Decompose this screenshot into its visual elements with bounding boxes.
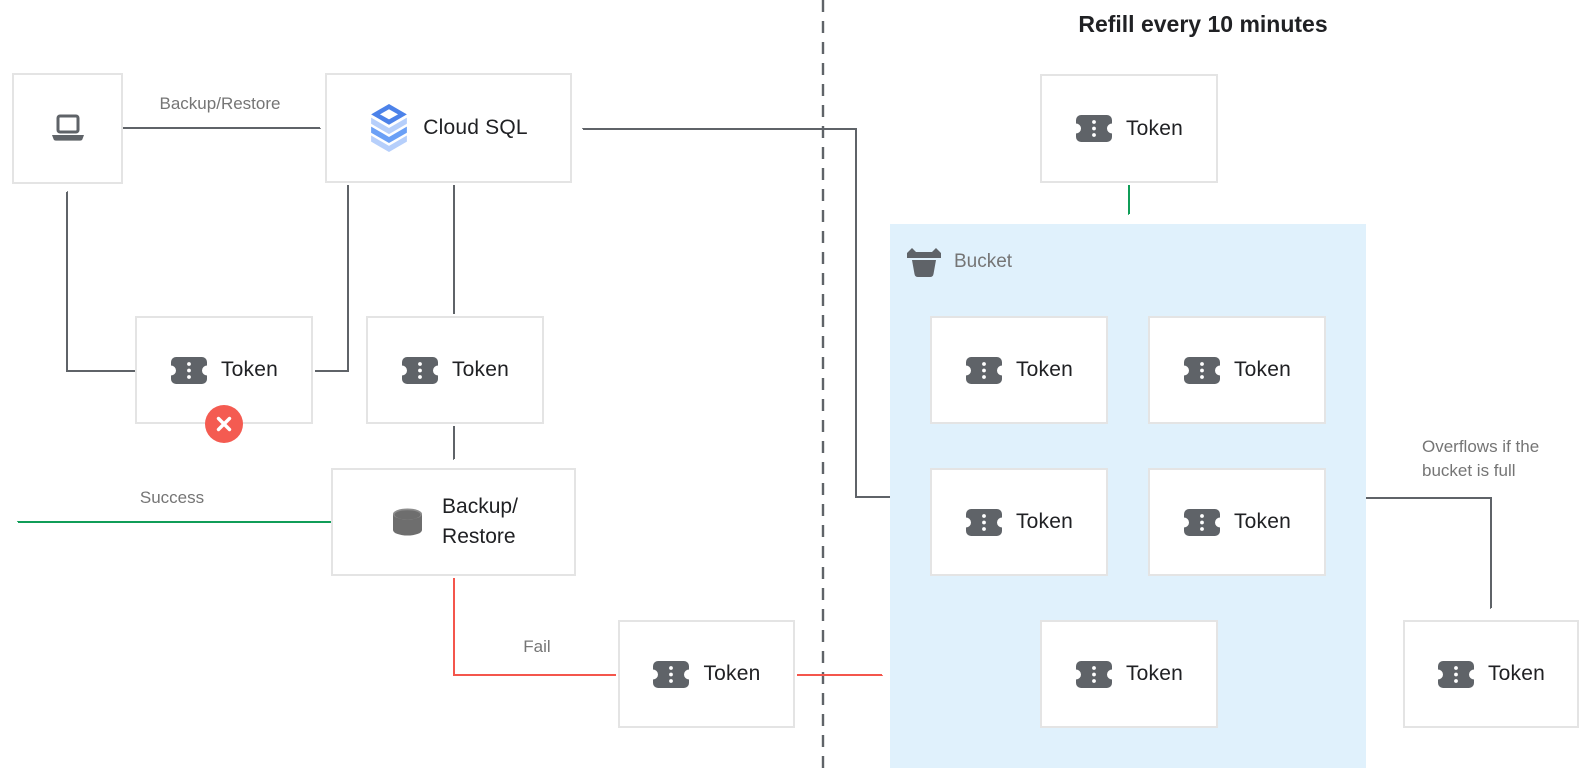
ticket-icon <box>1436 660 1475 688</box>
token-label: Token <box>1125 116 1184 140</box>
bucket-token: Token <box>1148 316 1326 424</box>
bucket-header: Bucket <box>906 245 1012 278</box>
ticket-icon <box>964 508 1003 536</box>
success-label: Success <box>139 488 205 507</box>
cloud-sql-node: Cloud SQL <box>325 73 572 183</box>
bucket-token: Token <box>930 316 1108 424</box>
token-label: Token <box>220 358 279 381</box>
token-box-overflow: Token <box>1403 620 1579 728</box>
fail-label: Fail <box>523 637 551 656</box>
arrow-denied-token-to-client <box>66 192 135 372</box>
ticket-icon <box>1182 356 1221 384</box>
token-label: Token <box>1233 510 1292 533</box>
arrow-bucket-to-cloudsql <box>583 129 890 498</box>
ticket-icon <box>1074 115 1113 142</box>
backup-restore-node: Backup/ Restore <box>331 468 576 576</box>
token-label: Token <box>1125 662 1184 685</box>
cloud-sql-label: Cloud SQL <box>423 116 528 139</box>
wire-cloudsql-to-denied-token <box>315 185 349 372</box>
ticket-icon <box>400 356 439 384</box>
backup-restore-label: Backup/ Restore <box>442 495 518 548</box>
token-box-refill: Token <box>1040 74 1218 183</box>
bucket-token: Token <box>930 468 1108 576</box>
overflow-label: Overflows if the bucket is full <box>1422 437 1540 480</box>
ticket-icon <box>1182 508 1221 536</box>
token-label: Token <box>1487 662 1546 685</box>
token-label: Token <box>1015 510 1074 533</box>
refill-title: Refill every 10 minutes <box>1078 11 1328 37</box>
token-label: Token <box>451 358 510 381</box>
token-label: Token <box>1015 358 1074 381</box>
arrow-overflow <box>1366 497 1492 608</box>
cloud-sql-icon <box>371 104 408 152</box>
token-label: Token <box>703 662 761 685</box>
database-icon <box>393 508 423 536</box>
client-node <box>12 73 123 184</box>
ticket-icon <box>1074 660 1113 688</box>
ticket-icon <box>964 356 1003 384</box>
ticket-icon <box>169 356 208 384</box>
laptop-icon <box>51 114 84 141</box>
token-label: Token <box>1233 358 1292 381</box>
red-x-badge-icon <box>205 405 243 443</box>
ticket-icon <box>652 660 691 688</box>
backup-restore-arrow-label: Backup/Restore <box>159 94 281 113</box>
bucket-token: Token <box>1148 468 1326 576</box>
bucket-label: Bucket <box>954 250 1013 272</box>
token-box-request: Token <box>366 316 544 424</box>
bucket-token: Token <box>1040 620 1218 728</box>
token-box-failed: Token <box>618 620 795 728</box>
bucket-icon <box>907 248 941 277</box>
wire-fail-to-token <box>453 578 616 676</box>
